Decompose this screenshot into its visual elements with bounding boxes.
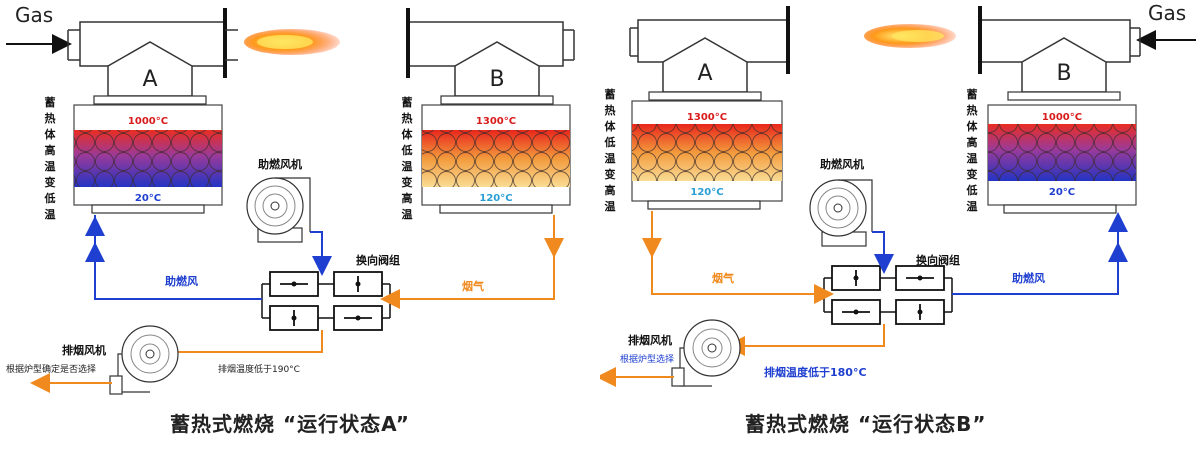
right-regenerator: 1000°C 20°C: [987, 104, 1137, 214]
burner-b: B: [406, 8, 575, 105]
valve-group-label: 换向阀组: [356, 253, 400, 267]
svg-text:体: 体: [967, 119, 979, 133]
gas-label: Gas: [1148, 1, 1186, 25]
flame-icon: [244, 29, 340, 55]
svg-text:温: 温: [402, 207, 413, 221]
valve-group: [261, 271, 391, 331]
combustion-blower-icon: [246, 177, 311, 243]
burner-a: A: [629, 6, 790, 101]
valve-group-label: 换向阀组: [916, 253, 960, 267]
svg-text:变: 变: [967, 167, 978, 181]
state-a-svg: Gas A B 1000°C 20°C 蓄: [6, 3, 575, 395]
svg-text:低: 低: [966, 183, 978, 197]
svg-text:高: 高: [45, 143, 56, 157]
left-regenerator: 1300°C 120°C: [631, 100, 783, 210]
svg-text:蓄: 蓄: [605, 87, 616, 101]
svg-text:低: 低: [604, 135, 616, 149]
svg-text:低: 低: [401, 143, 413, 157]
caption-state-a: 蓄热式燃烧 “运行状态A”: [170, 412, 410, 436]
svg-text:温: 温: [967, 151, 978, 165]
svg-text:高: 高: [967, 135, 978, 149]
state-b-diagram: Gas A B 1300°C 120°C 蓄 热 体: [596, 0, 1200, 400]
combustion-air-label: 助燃风: [165, 274, 198, 288]
svg-text:热: 热: [402, 111, 413, 125]
svg-text:体: 体: [402, 127, 414, 141]
blower-label: 助燃风机: [820, 157, 864, 171]
burner-b-label: B: [489, 67, 504, 92]
svg-text:蓄: 蓄: [402, 95, 413, 109]
burner-a-label: A: [697, 61, 712, 86]
right-regenerator: 1300°C 120°C: [421, 104, 571, 214]
exhaust-temp-label: 排烟温度低于180°C: [764, 365, 867, 379]
flue-gas-label: 烟气: [712, 271, 734, 285]
svg-text:温: 温: [967, 199, 978, 213]
svg-text:热: 热: [45, 111, 56, 125]
flue-gas-line: [155, 215, 564, 362]
left-vertical-text: 蓄 热 体 低 温 变 高 温: [604, 87, 617, 213]
svg-text:蓄: 蓄: [967, 87, 978, 101]
combustion-blower-icon: [809, 179, 873, 247]
svg-text:低: 低: [44, 191, 56, 205]
left-regenerator: 1000°C 20°C: [73, 104, 223, 214]
valve-group: [823, 265, 953, 325]
blower-label: 助燃风机: [258, 157, 302, 171]
svg-text:体: 体: [45, 127, 57, 141]
exhaust-note: 根据炉型选择: [620, 353, 674, 365]
flue-gas-label: 烟气: [462, 279, 484, 293]
left-temp-top: 1000°C: [128, 116, 168, 127]
burner-a: A: [67, 8, 238, 105]
exhaust-fan-label: 排烟风机: [62, 343, 106, 357]
svg-text:热: 热: [967, 103, 978, 117]
right-temp-top: 1300°C: [476, 116, 516, 127]
caption-state-b: 蓄热式燃烧 “运行状态B”: [745, 412, 987, 436]
burner-a-label: A: [142, 67, 157, 92]
exhaust-temp-label: 排烟温度低于190°C: [218, 363, 300, 375]
left-temp-bottom: 120°C: [690, 187, 723, 198]
state-a-diagram: Gas A B 1000°C 20°C 蓄: [0, 0, 592, 400]
svg-text:温: 温: [45, 207, 56, 221]
right-temp-top: 1000°C: [1042, 112, 1082, 123]
svg-text:变: 变: [605, 167, 616, 181]
combustion-air-line: [85, 215, 323, 300]
burner-b-label: B: [1056, 61, 1071, 86]
right-temp-bottom: 120°C: [479, 193, 512, 204]
combustion-air-line: [872, 212, 1128, 295]
combustion-air-label: 助燃风: [1012, 271, 1045, 285]
right-vertical-text: 蓄 热 体 高 温 变 低 温: [966, 87, 979, 213]
svg-text:高: 高: [605, 183, 616, 197]
exhaust-fan-icon: [671, 319, 741, 387]
gas-label: Gas: [15, 3, 53, 27]
svg-text:变: 变: [45, 175, 56, 189]
right-temp-bottom: 20°C: [1049, 187, 1075, 198]
exhaust-note: 根据炉型确定是否选择: [6, 363, 96, 375]
svg-text:温: 温: [45, 159, 56, 173]
left-temp-top: 1300°C: [687, 112, 727, 123]
flame-icon: [864, 24, 956, 48]
svg-text:高: 高: [402, 191, 413, 205]
svg-text:体: 体: [605, 119, 617, 133]
right-vertical-text: 蓄 热 体 低 温 变 高 温: [401, 95, 414, 221]
svg-text:热: 热: [605, 103, 616, 117]
svg-text:温: 温: [605, 151, 616, 165]
flue-gas-line: [642, 211, 885, 356]
svg-text:温: 温: [605, 199, 616, 213]
exhaust-fan-label: 排烟风机: [628, 333, 672, 347]
exhaust-fan-icon: [109, 325, 179, 395]
svg-text:温: 温: [402, 159, 413, 173]
state-b-svg: Gas A B 1300°C 120°C 蓄 热 体: [596, 1, 1196, 387]
burner-b: B: [978, 6, 1141, 101]
svg-text:变: 变: [402, 175, 413, 189]
left-vertical-text: 蓄 热 体 高 温 变 低 温: [44, 95, 57, 221]
svg-text:蓄: 蓄: [45, 95, 56, 109]
left-temp-bottom: 20°C: [135, 193, 161, 204]
